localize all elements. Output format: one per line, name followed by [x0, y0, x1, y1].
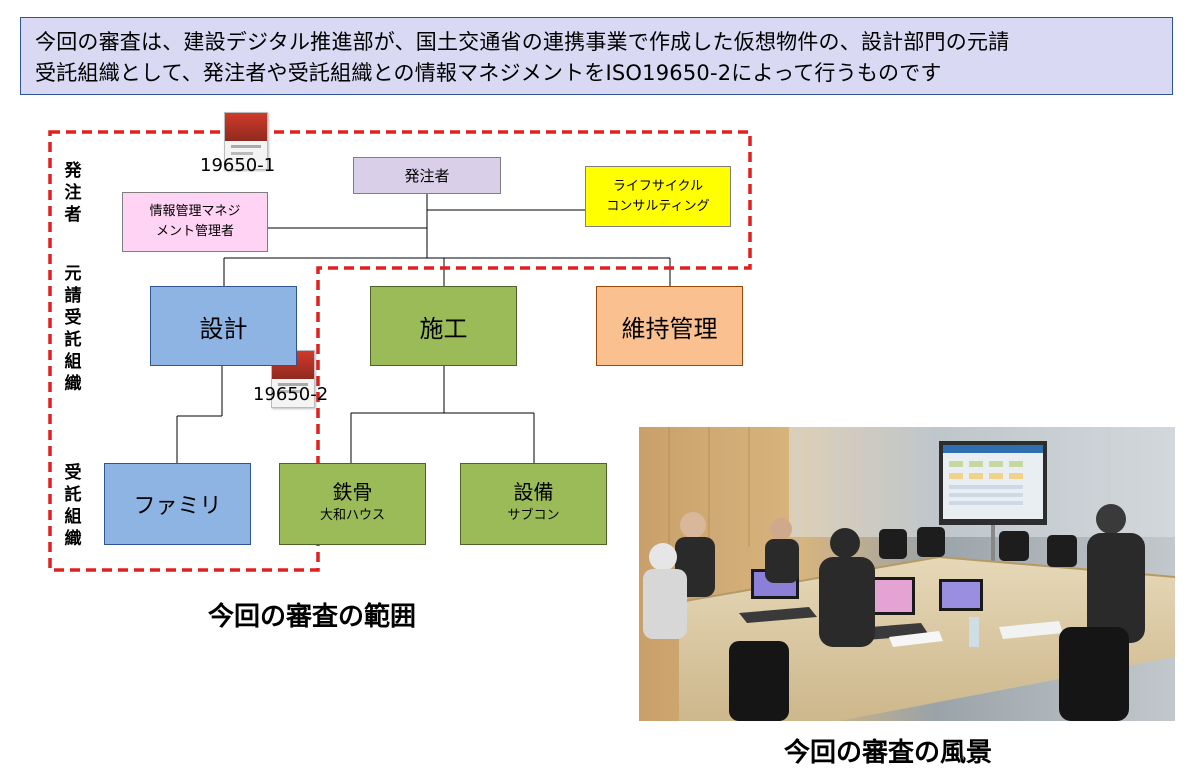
- box-equipment-label: 設備: [513, 480, 554, 504]
- box-steel: 鉄骨 大和ハウス: [279, 463, 426, 545]
- side-label-orderer: 発注者: [64, 161, 82, 225]
- box-orderer: 発注者: [353, 157, 501, 194]
- banner-line-1: 今回の審査は、建設デジタル推進部が、国土交通省の連携事業で作成した仮想物件の、設…: [35, 30, 1010, 54]
- box-information-manager-line-2: メント管理者: [155, 224, 234, 239]
- box-equipment-company: サブコン: [507, 508, 560, 523]
- box-information-manager-line-1: 情報管理マネジ: [149, 204, 241, 219]
- box-maintenance: 維持管理: [596, 286, 743, 366]
- box-orderer-label: 発注者: [404, 167, 450, 185]
- box-steel-label: 鉄骨: [332, 480, 373, 504]
- box-family-label: ファミリ: [133, 494, 222, 519]
- iso-19650-1-document-icon: [224, 112, 268, 170]
- meeting-room-photo: [639, 427, 1175, 721]
- iso-19650-2-label: 19650-2: [253, 384, 329, 405]
- caption-review-scope: 今回の審査の範囲: [208, 602, 417, 632]
- box-lifecycle-consulting: ライフサイクル コンサルティング: [585, 166, 731, 227]
- description-banner: 今回の審査は、建設デジタル推進部が、国土交通省の連携事業で作成した仮想物件の、設…: [20, 17, 1173, 95]
- box-maintenance-label: 維持管理: [621, 314, 718, 343]
- box-construction: 施工: [370, 286, 517, 366]
- banner-line-2: 受託組織として、発注者や受託組織との情報マネジメントをISO19650-2によっ…: [35, 61, 942, 85]
- iso-19650-1-label: 19650-1: [200, 155, 276, 176]
- box-design-label: 設計: [199, 314, 248, 343]
- box-lifecycle-line-2: コンサルティング: [606, 198, 710, 214]
- box-equipment: 設備 サブコン: [460, 463, 607, 545]
- box-lifecycle-line-1: ライフサイクル: [612, 178, 704, 194]
- box-family: ファミリ: [104, 463, 251, 545]
- side-label-subcontractor: 受託組織: [64, 463, 82, 549]
- box-steel-company: 大和ハウス: [319, 508, 385, 523]
- box-construction-label: 施工: [419, 314, 468, 343]
- review-scope-outline: [48, 130, 752, 572]
- box-information-manager: 情報管理マネジ メント管理者: [122, 192, 268, 252]
- box-design: 設計: [150, 286, 297, 366]
- side-label-prime-contractor: 元請受託組織: [64, 264, 82, 394]
- caption-review-scene: 今回の審査の風景: [784, 738, 993, 768]
